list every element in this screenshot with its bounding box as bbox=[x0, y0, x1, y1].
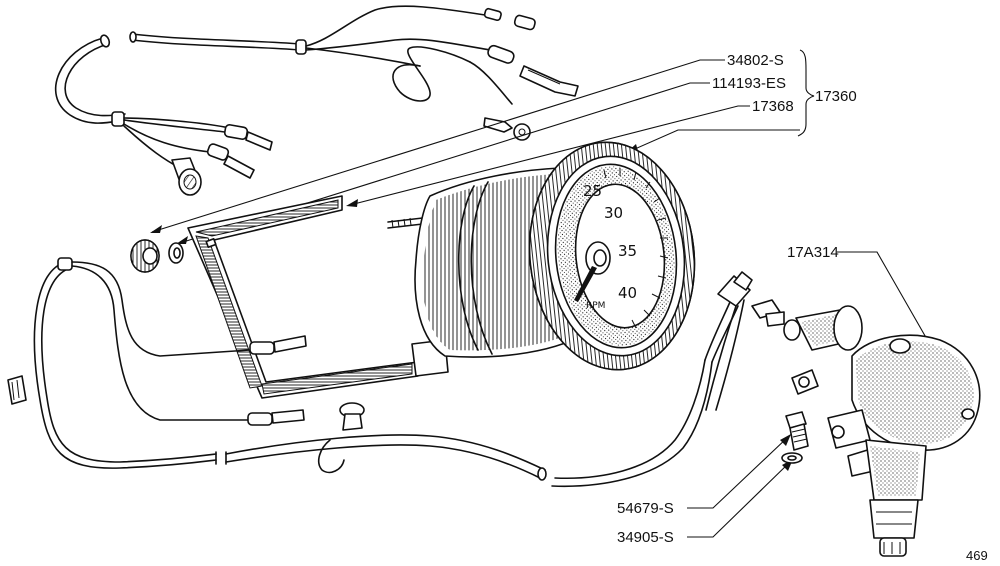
tachometer: 25 30 35 40 RPM bbox=[387, 141, 696, 377]
lower-left-wiring-harness bbox=[33, 257, 307, 469]
cable-clip bbox=[7, 375, 27, 405]
label-17360: 17360 bbox=[815, 88, 857, 105]
label-34905-s: 34905-S bbox=[617, 529, 674, 546]
lock-washer bbox=[168, 242, 184, 264]
dial-unit-label: RPM bbox=[586, 301, 605, 311]
mounting-bracket bbox=[187, 195, 419, 399]
sleeve-grommet bbox=[318, 402, 365, 474]
label-54679-s: 54679-S bbox=[617, 500, 674, 517]
distributor-17a314 bbox=[783, 305, 981, 557]
label-114193-es: 114193-ES bbox=[712, 75, 786, 92]
page-number: 469 bbox=[966, 548, 988, 563]
bullet-connector-top bbox=[483, 7, 536, 31]
assembly-brace bbox=[797, 49, 815, 137]
bullet-connector-mid bbox=[487, 44, 515, 64]
bolt-54679-s bbox=[785, 411, 809, 451]
dial-number-25: 25 bbox=[583, 182, 602, 200]
upper-wiring-harness bbox=[54, 5, 579, 196]
dial-number-30: 30 bbox=[604, 204, 623, 222]
ring-terminal bbox=[483, 117, 531, 141]
knurled-nut bbox=[130, 239, 160, 273]
sender-terminals bbox=[705, 271, 785, 411]
harness-connector-a bbox=[223, 124, 273, 151]
label-17a314: 17A314 bbox=[787, 244, 839, 261]
label-17368: 17368 bbox=[752, 98, 794, 115]
washer-34905-s bbox=[781, 452, 803, 464]
grommet-lamp-holder bbox=[171, 157, 202, 196]
dial-ticks bbox=[603, 168, 669, 329]
dial-number-35: 35 bbox=[618, 242, 637, 260]
drive-cable-sleeve bbox=[225, 301, 739, 488]
dial-number-40: 40 bbox=[618, 284, 637, 302]
spade-connector bbox=[519, 65, 579, 97]
harness-connector-b bbox=[206, 143, 255, 179]
label-34802-s: 34802-S bbox=[727, 52, 784, 69]
